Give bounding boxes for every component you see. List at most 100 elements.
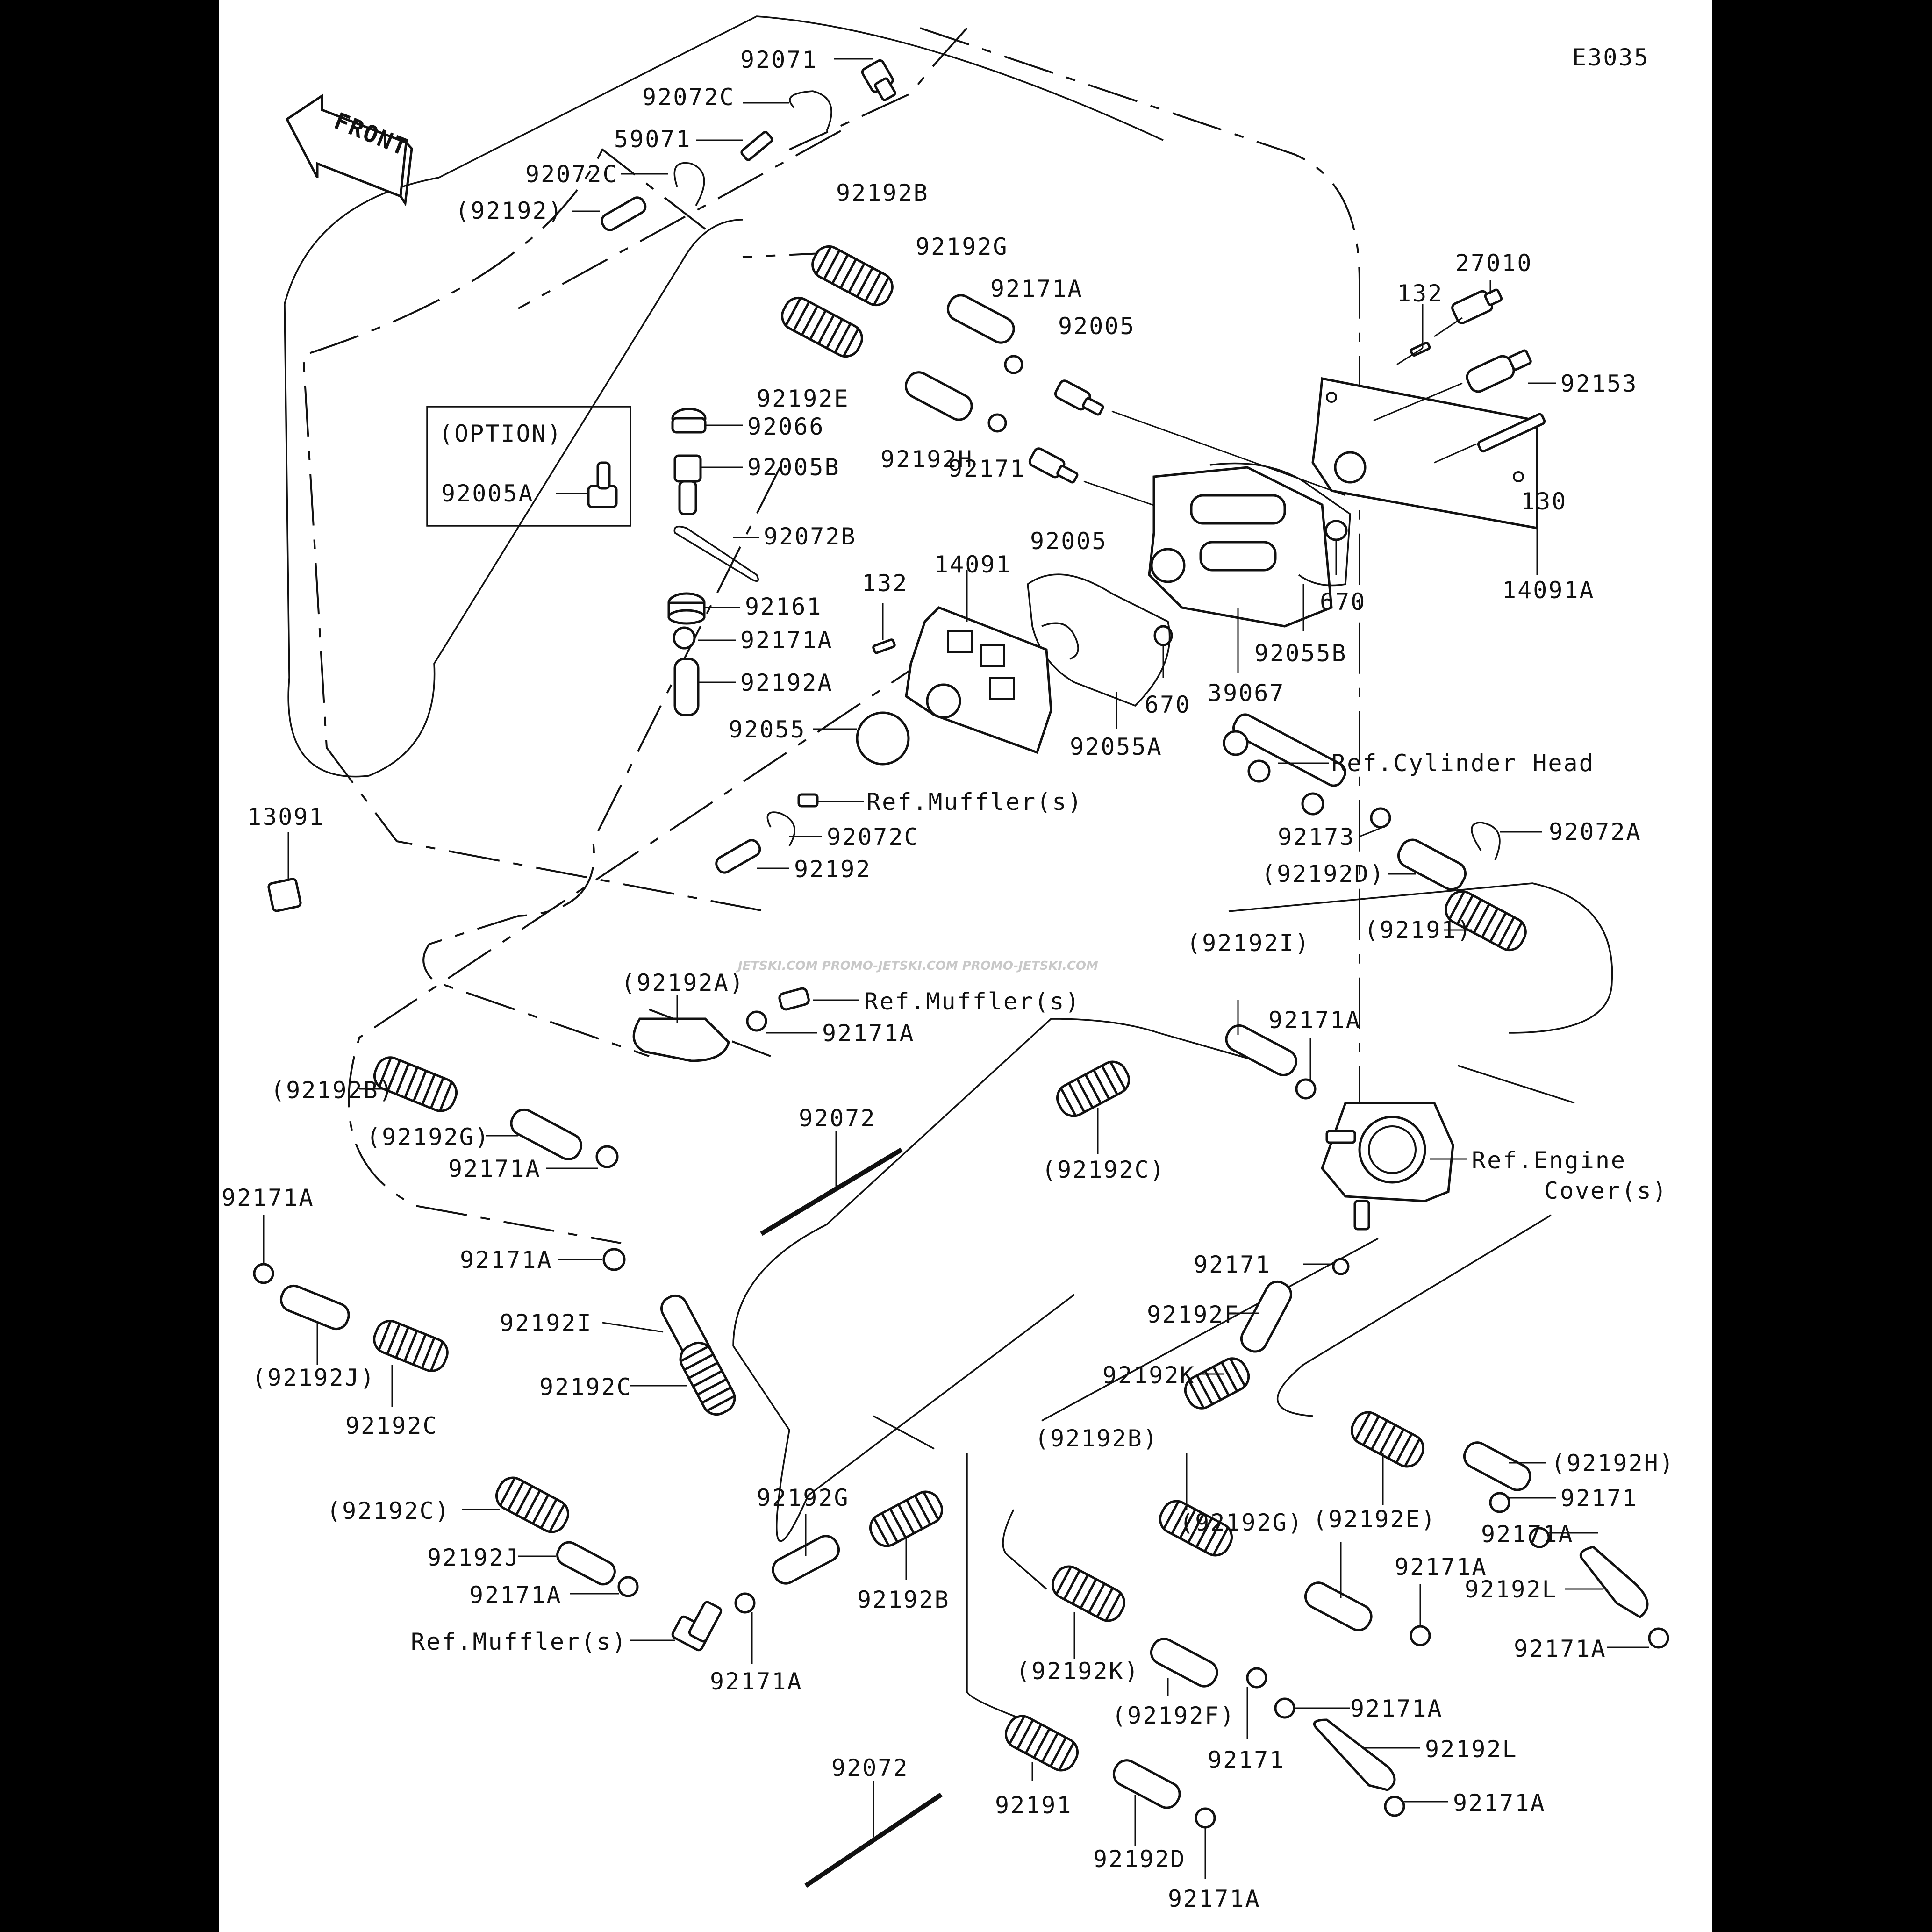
label-92192-paren: (92192) — [455, 197, 564, 224]
hose-92192-top-icon — [601, 196, 647, 231]
clamp-92171A-b5-icon — [1384, 1796, 1405, 1817]
bellows-92192K-paren-icon — [1052, 1565, 1125, 1622]
label-92192D: 92192D — [1093, 1846, 1186, 1873]
label-13091: 13091 — [247, 803, 325, 830]
label-ref-engine-1: Ref.Engine — [1472, 1147, 1626, 1174]
routing-line-center — [348, 467, 935, 1244]
label-92005A: 92005A — [441, 480, 534, 507]
watermark-text: JETSKI.COM PROMO-JETSKI.COM PROMO-JETSKI… — [736, 959, 1098, 973]
tie-92072-b-icon — [804, 1792, 943, 1888]
label-92192L-a: 92192L — [1465, 1576, 1558, 1603]
bellows-92192C-b-icon — [679, 1342, 736, 1416]
label-92066: 92066 — [747, 413, 825, 440]
option-title: (OPTION) — [439, 420, 563, 447]
bellows-92191-paren-icon — [1445, 890, 1527, 952]
routing-line-left — [284, 15, 1164, 778]
label-92192H-paren: (92192H) — [1551, 1450, 1675, 1477]
bellows-92192K-icon — [1184, 1357, 1250, 1410]
tie-92072-a-icon — [760, 1147, 903, 1236]
label-14091A: 14091A — [1502, 577, 1595, 604]
label-92055B: 92055B — [1254, 640, 1347, 667]
fitting-92005A-icon — [587, 461, 618, 508]
clamp-92171-right-icon — [1332, 1258, 1350, 1275]
hose-92192-mid-icon — [715, 839, 761, 874]
label-92192B-paren-b: (92192B) — [1035, 1425, 1159, 1452]
label-92072C-2: 92072C — [525, 161, 618, 188]
label-92005B: 92005B — [747, 454, 840, 481]
pin-59071-icon — [740, 131, 773, 161]
label-92153: 92153 — [1560, 370, 1638, 397]
label-92192B-top: 92192B — [836, 179, 929, 207]
oring-92055-icon — [856, 711, 910, 766]
hose-92192H-paren-icon — [1463, 1441, 1531, 1491]
label-92171A-k: 92171A — [1514, 1635, 1607, 1662]
label-670-b: 670 — [1145, 691, 1191, 718]
hose-92192F-paren-icon — [1150, 1638, 1218, 1688]
clamp-92171A-br2-icon — [1648, 1627, 1669, 1649]
clip-92072C-left-icon — [673, 162, 705, 206]
label-92072-b: 92072 — [831, 1754, 909, 1782]
fitting-92071-icon — [861, 59, 896, 101]
label-92071: 92071 — [740, 46, 818, 73]
hose-92192D-paren-icon — [1397, 838, 1467, 891]
bellows-92192C-paren-b-icon — [495, 1476, 569, 1533]
clamp-92171A-mid-icon — [746, 1010, 767, 1032]
label-92171A-bottom: 92171A — [1168, 1885, 1261, 1912]
label-92171A-l: 92171A — [710, 1668, 803, 1695]
label-92192G-top: 92192G — [916, 233, 1009, 260]
label-92171-c: 92171 — [1560, 1485, 1638, 1512]
hose-92192H-top-icon — [904, 371, 973, 421]
hose-92192G-top-icon — [946, 294, 1015, 344]
label-92005-b: 92005 — [1030, 528, 1108, 555]
bellows-92192B-b-icon — [869, 1490, 943, 1547]
label-92192C-a: 92192C — [345, 1412, 438, 1439]
hose-92192G-b-icon — [772, 1535, 840, 1585]
label-92171A-b: 92171A — [740, 627, 833, 654]
hose-92192F-icon — [1240, 1280, 1292, 1353]
clip-92072C-top-icon — [789, 90, 832, 131]
label-92192C-b: 92192C — [539, 1374, 632, 1401]
label-92171A-g: 92171A — [460, 1246, 553, 1274]
label-92072A: 92072A — [1549, 818, 1642, 845]
label-92192I-paren: (92192I) — [1187, 930, 1310, 957]
clamp-92171A-bl-icon — [253, 1263, 274, 1284]
clamp-92171A-br-icon — [1529, 1527, 1550, 1548]
label-92161: 92161 — [745, 593, 823, 620]
label-92192K: 92192K — [1102, 1362, 1195, 1389]
label-39067: 39067 — [1208, 680, 1285, 707]
label-92171A-e: 92171A — [448, 1155, 541, 1182]
clamp-92171A-top-icon — [1004, 355, 1023, 374]
label-92171A-d: 92171A — [822, 1020, 915, 1047]
clamp-92171A-b6-icon — [1195, 1807, 1216, 1829]
clamp-92171A-bottom-icon — [734, 1592, 756, 1614]
grommet-92161-icon — [667, 592, 706, 625]
housing-39067-icon — [1148, 466, 1333, 628]
fitting-92153-icon — [1466, 349, 1532, 393]
cover-14091A-icon — [1311, 377, 1538, 530]
label-92171A-f: 92171A — [222, 1184, 315, 1211]
manifold-cyl-head-icon — [1223, 713, 1346, 816]
label-92192G-b: 92192G — [757, 1484, 850, 1511]
tee-muffler-c-icon — [671, 1601, 723, 1652]
hose-92192J-paren-icon — [280, 1284, 350, 1331]
bellows-92192E-top-icon — [781, 296, 863, 358]
label-92171A-c: 92171A — [1268, 1007, 1361, 1034]
strap-92072B-icon — [673, 525, 759, 582]
label-132-b: 132 — [862, 570, 908, 597]
label-92192F: 92192F — [1147, 1301, 1240, 1328]
label-92192-mid: 92192 — [794, 856, 872, 883]
bellows-92191-icon — [1005, 1715, 1079, 1772]
label-92192G-paren-b: (92192G) — [1180, 1509, 1303, 1536]
label-92192B-paren: (92192B) — [271, 1077, 394, 1104]
label-92192I: 92192I — [500, 1309, 593, 1337]
bolt-130-icon — [1477, 413, 1546, 453]
clamp-92171A-bl2-icon — [617, 1576, 639, 1597]
option-box: (OPTION) 92005A — [426, 406, 631, 527]
label-92055: 92055 — [729, 716, 806, 743]
hose-92192G-left-icon — [510, 1108, 583, 1160]
label-130: 130 — [1521, 488, 1567, 515]
label-92192B-b: 92192B — [857, 1586, 950, 1613]
bellows-92192C-paren-top-icon — [1056, 1060, 1130, 1117]
diagram-code: E3035 — [1572, 44, 1650, 71]
label-92171A-a: 92171A — [990, 275, 1083, 302]
